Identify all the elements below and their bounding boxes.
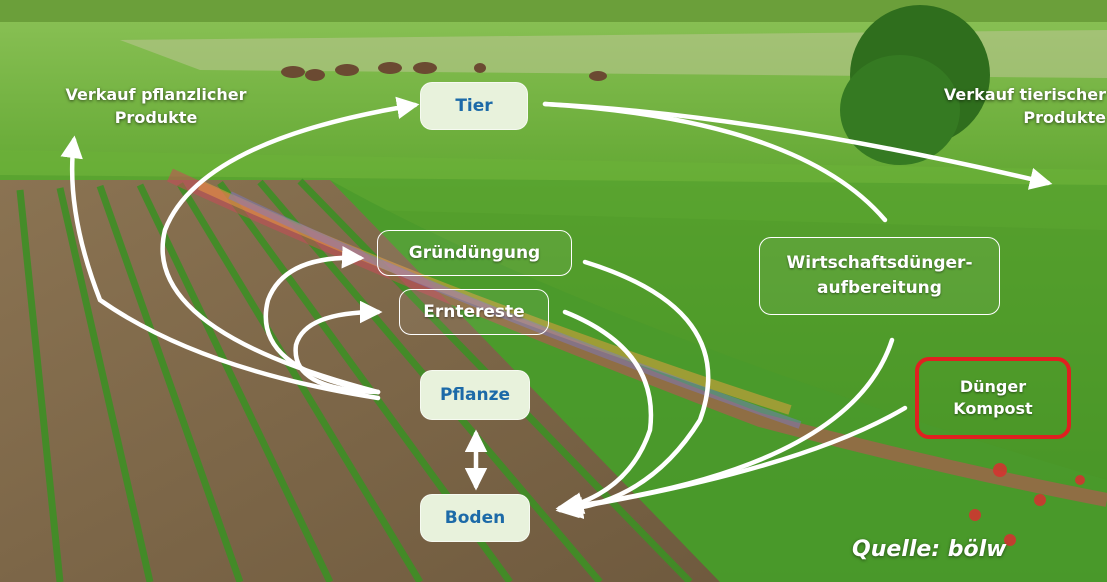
cycle-arrows [60, 96, 1053, 520]
node-duenger-kompost-line2: Kompost [953, 399, 1033, 418]
arrow-pflanze-to-erntereste [293, 300, 383, 395]
node-erntereste: Erntereste [399, 289, 549, 335]
arrow-pflanze-to-tier [160, 96, 420, 395]
label-verkauf-pflanzlich: Verkauf pflanzlicher Produkte [40, 83, 272, 129]
node-wirtschaftsduenger: Wirtschaftsdünger- aufbereitung [759, 237, 1000, 315]
arrow-duenger-to-boden [555, 405, 908, 519]
node-tier: Tier [420, 82, 528, 130]
node-duenger-kompost: Dünger Kompost [915, 357, 1071, 439]
arrow-pflanze-to-verkauf [60, 135, 381, 401]
label-verkauf-tierisch-line1: Verkauf tierischer [943, 85, 1106, 104]
node-duenger-kompost-line1: Dünger [959, 376, 1027, 396]
node-wirtschaftsduenger-line1: Wirtschaftsdünger- [786, 253, 973, 274]
arrow-gruenduengung-to-boden [560, 259, 711, 520]
label-verkauf-tierisch: Verkauf tierischer Produkte [908, 83, 1106, 129]
label-verkauf-pflanzlich-line1: Verkauf pflanzlicher [65, 85, 247, 104]
source-credit: Quelle: bölw [852, 537, 1007, 562]
arrow-erntereste-to-boden [560, 309, 654, 515]
node-pflanze: Pflanze [420, 370, 530, 420]
label-verkauf-tierisch-line2: Produkte [1023, 108, 1106, 128]
arrow-pflanze-to-gruenduengung [263, 246, 381, 395]
node-wirtschaftsduenger-line2: aufbereitung [817, 278, 942, 298]
label-verkauf-pflanzlich-line2: Produkte [114, 108, 198, 128]
arrow-tier-to-wirtschaftsduenger [542, 101, 888, 223]
node-gruenduengung: Gründüngung [377, 230, 572, 276]
node-boden: Boden [420, 494, 530, 542]
